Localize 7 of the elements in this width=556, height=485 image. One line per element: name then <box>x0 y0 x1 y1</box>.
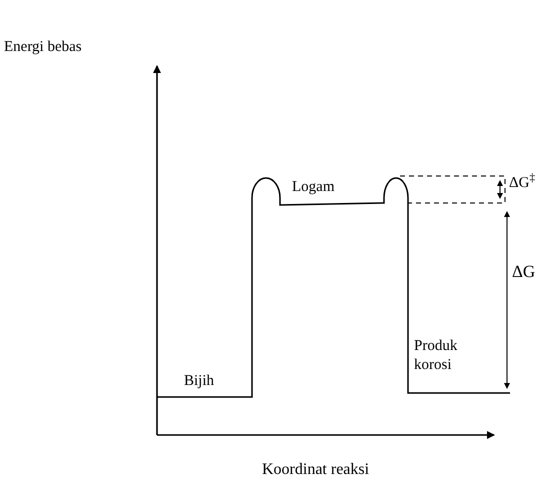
level-label: Logam <box>292 178 334 197</box>
axis-title: Energi bebas <box>4 38 82 57</box>
level-label: Bijih <box>184 372 214 391</box>
level-label: Produk korosi <box>414 337 458 375</box>
dimension-label: ΔG <box>512 261 536 283</box>
dimension-label: ΔG$^{‡}$ <box>509 172 536 193</box>
axis-title: Koordinat reaksi <box>262 460 370 480</box>
